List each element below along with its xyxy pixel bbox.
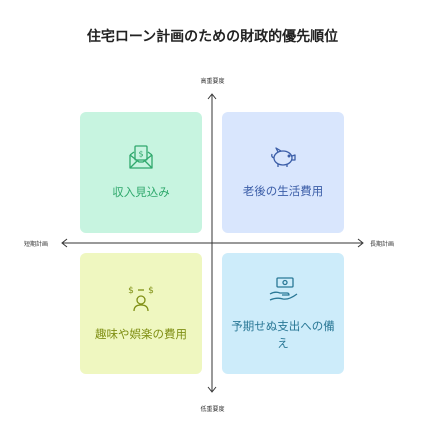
hand-cash-icon [267, 276, 299, 304]
quadrant-label: 趣味や娯楽の費用 [95, 327, 187, 342]
quadrant-label: 収入見込み [112, 185, 170, 200]
quadrant-unexpected-expenses: 予期せぬ支出への備え [222, 253, 344, 374]
left-arrow-icon [61, 238, 68, 248]
diagram-title: 住宅ローン計画のための財政的優先順位 [86, 29, 339, 45]
person-money-icon: $ $ [126, 284, 156, 312]
quadrant-hobby-expenses: $ $ 趣味や娯楽の費用 [80, 253, 202, 374]
quadrant-retirement-expenses: 老後の生活費用 [222, 112, 344, 233]
axis-label-bottom: 低重要度 [200, 406, 225, 413]
axis-label-top: 高重要度 [200, 78, 225, 85]
quadrant-label: 老後の生活費用 [242, 184, 324, 199]
svg-text:$: $ [128, 286, 134, 296]
axis-label-left: 短期計画 [24, 241, 49, 248]
quadrant-income-outlook: $ 収入見込み [80, 112, 202, 233]
piggy-bank-icon [268, 145, 298, 169]
quadrant-label: 予期せぬ支出への備え [231, 318, 335, 350]
money-envelope-icon: $ [128, 144, 154, 170]
svg-text:$: $ [138, 150, 143, 159]
up-arrow-icon [207, 93, 217, 100]
right-arrow-icon [357, 238, 364, 248]
axis-label-right: 長期計画 [370, 241, 395, 248]
svg-text:$: $ [148, 286, 154, 296]
down-arrow-icon [207, 386, 217, 393]
